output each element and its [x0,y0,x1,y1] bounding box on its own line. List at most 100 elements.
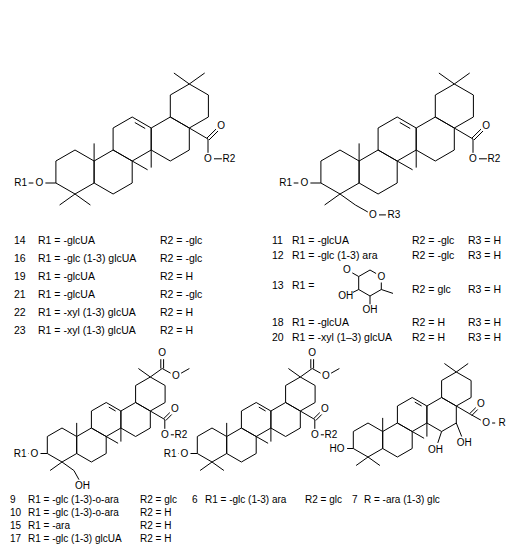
bond-line [76,423,77,437]
bond-line [381,290,393,294]
compound-label: R2 = H [140,534,171,544]
bond-line [91,411,92,428]
bond-line [259,407,266,411]
bond-line [294,183,299,184]
compound-label: 17 [10,534,21,544]
compound-label: R1 = -glc (1-3) ara [292,250,378,261]
compound-label: R2 = H [140,521,171,531]
atom-label: O [308,348,316,358]
bond-line [270,411,271,428]
bond-line [397,449,412,458]
bond-line [474,131,483,140]
bond-line [121,403,136,412]
bond-line [314,420,315,429]
bond-line [151,117,170,128]
bond-line [416,128,417,150]
bond-line [189,84,208,95]
bond-line [426,406,427,423]
bond-line [120,411,121,428]
bond-line [170,117,189,128]
bond-line [340,183,359,194]
bond-line [214,158,222,159]
bond-line [456,372,471,381]
atom-label: HO [330,444,345,454]
bond-line [439,73,454,84]
bond-line [94,143,95,161]
bond-line [76,437,77,454]
bond-line [171,434,174,435]
bond-line [310,359,311,368]
compound-label: 12 [272,250,284,261]
bond-line [271,428,286,437]
atom-label: O [469,154,477,164]
atom-label: OH [75,481,90,491]
bond-line [270,411,271,428]
bond-line [382,418,383,432]
bond-line [412,432,424,439]
bond-line [368,457,380,466]
atom-label: R1 [14,449,27,459]
bond-line [416,128,417,150]
bond-line [164,420,165,429]
bond-line [121,428,136,437]
bond-line [94,183,113,194]
atom-label: R3 [387,210,400,220]
bond-line [441,381,442,398]
atom-label: R2 [222,154,235,164]
bond-line [378,150,397,161]
bond-line [174,73,189,84]
bond-line [136,403,151,412]
bond-line [300,411,301,428]
compound-label: 19 [14,271,26,282]
bond-line [315,386,316,403]
bond-line [150,369,162,378]
bond-line [288,369,300,378]
atom-label: O [322,371,330,381]
bond-line [226,437,227,454]
bond-line [62,462,74,471]
bond-line [286,377,301,386]
bond-line [241,428,256,437]
bond-line [178,453,179,454]
compound-label: 11 [272,235,283,246]
bond-line [47,437,48,454]
bond-line [442,398,457,407]
compound-label: R1 = -xyl (1-3) glcUA [38,307,136,318]
bond-line [473,139,474,153]
bond-line [470,408,476,414]
compound-label: R2 = glc [305,495,342,505]
bond-line [378,117,397,128]
bond-line [340,150,359,161]
bond-line [472,129,481,138]
bond-line [325,194,340,205]
compound-label: 13 [272,280,284,291]
bond-line [189,73,204,84]
bond-line [200,462,212,471]
bond-line [359,150,378,161]
bond-line [347,448,353,449]
atom-label: R [499,418,506,428]
atom-label: O [482,418,490,428]
bond-line [163,359,164,368]
bond-line [132,161,147,170]
bond-line [77,428,92,437]
bond-line [256,437,268,444]
bond-line [353,432,354,449]
bond-line [300,377,315,386]
bond-line [256,437,257,454]
bond-line [106,437,107,454]
bond-line [454,73,469,84]
compound-label: R1 = -glc (1-3)-o-ara [28,508,119,518]
bond-line [209,131,218,140]
bond-line [397,406,398,423]
bond-line [256,403,271,412]
bond-line [181,369,189,374]
bond-line [397,423,412,432]
bond-line [28,453,29,454]
bond-line [62,428,77,437]
bond-line [47,454,62,463]
bond-line [427,398,442,407]
bond-line [136,403,151,412]
bond-line [136,428,151,437]
bond-line [310,183,321,184]
